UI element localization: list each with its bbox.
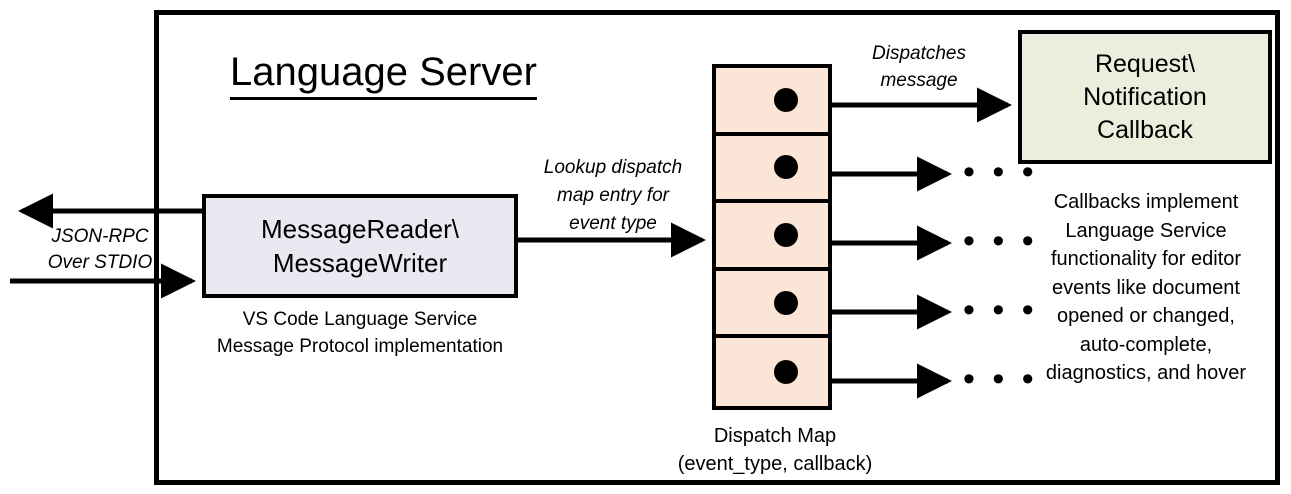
dispatch-map-caption: Dispatch Map (event_type, callback) — [640, 422, 910, 478]
dispatch-map-table[interactable] — [712, 64, 832, 410]
callback-caption-line-6: auto-complete, — [1079, 333, 1213, 356]
callback-caption-line-4: events like document — [1052, 276, 1240, 299]
dispatch-map-caption-line-1: Dispatch Map — [713, 425, 837, 447]
message-reader-line: MessageReader\ — [261, 214, 459, 244]
caption-line-1: VS Code Language Service — [242, 309, 478, 330]
callback-dot-icon — [774, 222, 798, 247]
message-reader-writer-label: MessageReader\ MessageWriter — [261, 212, 459, 280]
callback-label-line-2: Notification — [1083, 82, 1207, 111]
lookup-line-2: map entry for — [557, 185, 669, 206]
jsonrpc-line-2: Over STDIO — [47, 252, 153, 273]
callback-label-line-1: Request\ — [1094, 49, 1196, 78]
callback-dot-icon — [774, 155, 798, 180]
dispatch-map-row[interactable] — [716, 68, 828, 136]
callback-caption-line-7: diagnostics, and hover — [1045, 362, 1247, 384]
callback-label-line-3: Callback — [1097, 115, 1193, 144]
message-reader-writer-caption: VS Code Language Service Message Protoco… — [190, 306, 530, 360]
callback-dot-icon — [774, 290, 798, 315]
lookup-line-1: Lookup dispatch — [543, 157, 683, 178]
callback-caption-line-1: Callbacks implement — [1053, 191, 1239, 213]
callback-caption-line-2: Language Service — [1065, 219, 1227, 242]
dispatch-map-row[interactable] — [716, 338, 828, 406]
message-reader-writer-box[interactable]: MessageReader\ MessageWriter — [202, 194, 518, 298]
language-server-container — [154, 10, 1280, 485]
dispatches-line-1: Dispatches — [872, 43, 966, 64]
lookup-line-3: event type — [569, 213, 657, 234]
ellipsis-row-2: • • • — [963, 153, 1038, 191]
dispatch-map-row[interactable] — [716, 136, 828, 204]
callback-dot-icon — [774, 360, 798, 385]
callback-caption-line-3: functionality for editor — [1050, 248, 1242, 270]
callback-dot-icon — [774, 87, 798, 112]
caption-line-2: Message Protocol implementation — [216, 336, 504, 357]
request-notification-callback-box[interactable]: Request\ Notification Callback — [1018, 30, 1272, 164]
jsonrpc-transport-label: JSON-RPC Over STDIO — [20, 224, 180, 276]
dispatch-map-row[interactable] — [716, 271, 828, 339]
dispatches-message-label: Dispatches message — [836, 40, 1002, 94]
callback-caption-line-5: opened or changed, — [1057, 305, 1235, 327]
jsonrpc-line-1: JSON-RPC — [51, 226, 149, 247]
dispatch-map-row[interactable] — [716, 203, 828, 271]
dispatch-map-caption-line-2: (event_type, callback) — [677, 453, 873, 475]
callback-description: Callbacks implement Language Service fun… — [1008, 188, 1284, 388]
lookup-dispatch-label: Lookup dispatch map entry for event type — [520, 154, 706, 238]
message-writer-line: MessageWriter — [272, 248, 448, 278]
callback-box-label: Request\ Notification Callback — [1083, 48, 1207, 147]
dispatches-line-2: message — [880, 70, 958, 91]
page-title: Language Server — [230, 50, 537, 100]
